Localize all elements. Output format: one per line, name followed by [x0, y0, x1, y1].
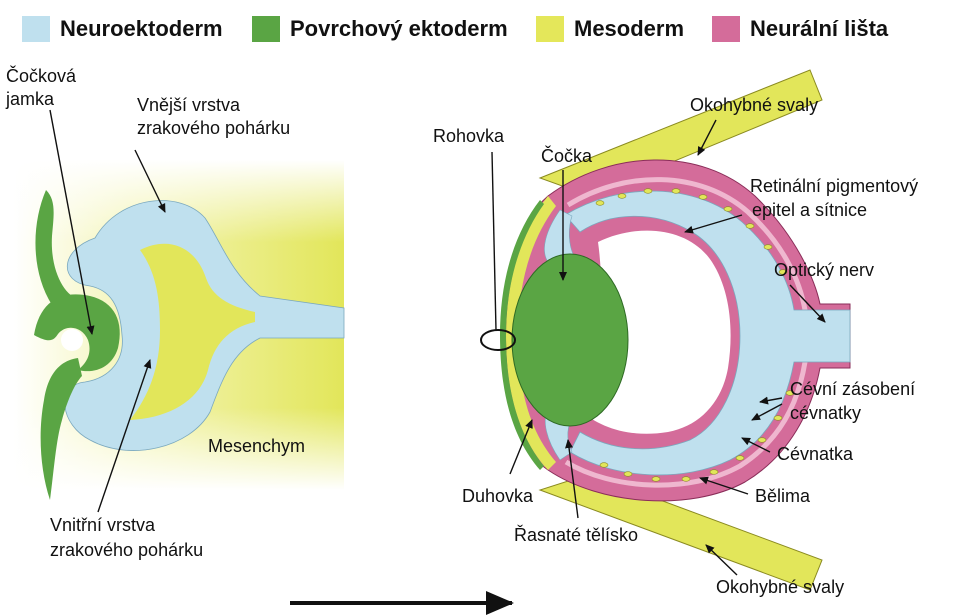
label-extraocular-bottom: Okohybné svaly: [716, 577, 844, 597]
label-lens-pit-line1: Čočková: [6, 65, 77, 86]
optic-cup-panel: Čočková jamka Vnější vrstva zrakového po…: [5, 65, 344, 560]
label-iris: Duhovka: [462, 486, 534, 506]
label-rpe-line2: epitel a sítnice: [752, 200, 867, 220]
label-choroid: Cévnatka: [777, 444, 854, 464]
label-lens-pit-line2: jamka: [5, 89, 55, 109]
label-optic-nerve: Optický nerv: [774, 260, 874, 280]
label-extraocular-top: Okohybné svaly: [690, 95, 818, 115]
label-inner-layer-line2: zrakového pohárku: [50, 540, 203, 560]
leader-cornea: [492, 152, 496, 330]
label-vascular-line1: Cévní zásobení: [790, 379, 915, 399]
label-rpe-line1: Retinální pigmentový: [750, 176, 918, 196]
mature-eye-panel: Okohybné svaly Rohovka Čočka Retinální p…: [433, 70, 918, 597]
label-lens: Čočka: [541, 145, 593, 166]
label-outer-layer-line1: Vnější vrstva: [137, 95, 241, 115]
label-sclera: Bělima: [755, 486, 811, 506]
label-outer-layer-line2: zrakového pohárku: [137, 118, 290, 138]
label-vascular-line2: cévnatky: [790, 403, 861, 423]
lens-pit-opening: [61, 329, 83, 351]
lens: [512, 254, 628, 426]
label-cornea: Rohovka: [433, 126, 505, 146]
label-mesenchyme: Mesenchym: [208, 436, 305, 456]
label-ciliary: Řasnaté tělísko: [514, 525, 638, 545]
label-inner-layer-line1: Vnitřní vrstva: [50, 515, 156, 535]
